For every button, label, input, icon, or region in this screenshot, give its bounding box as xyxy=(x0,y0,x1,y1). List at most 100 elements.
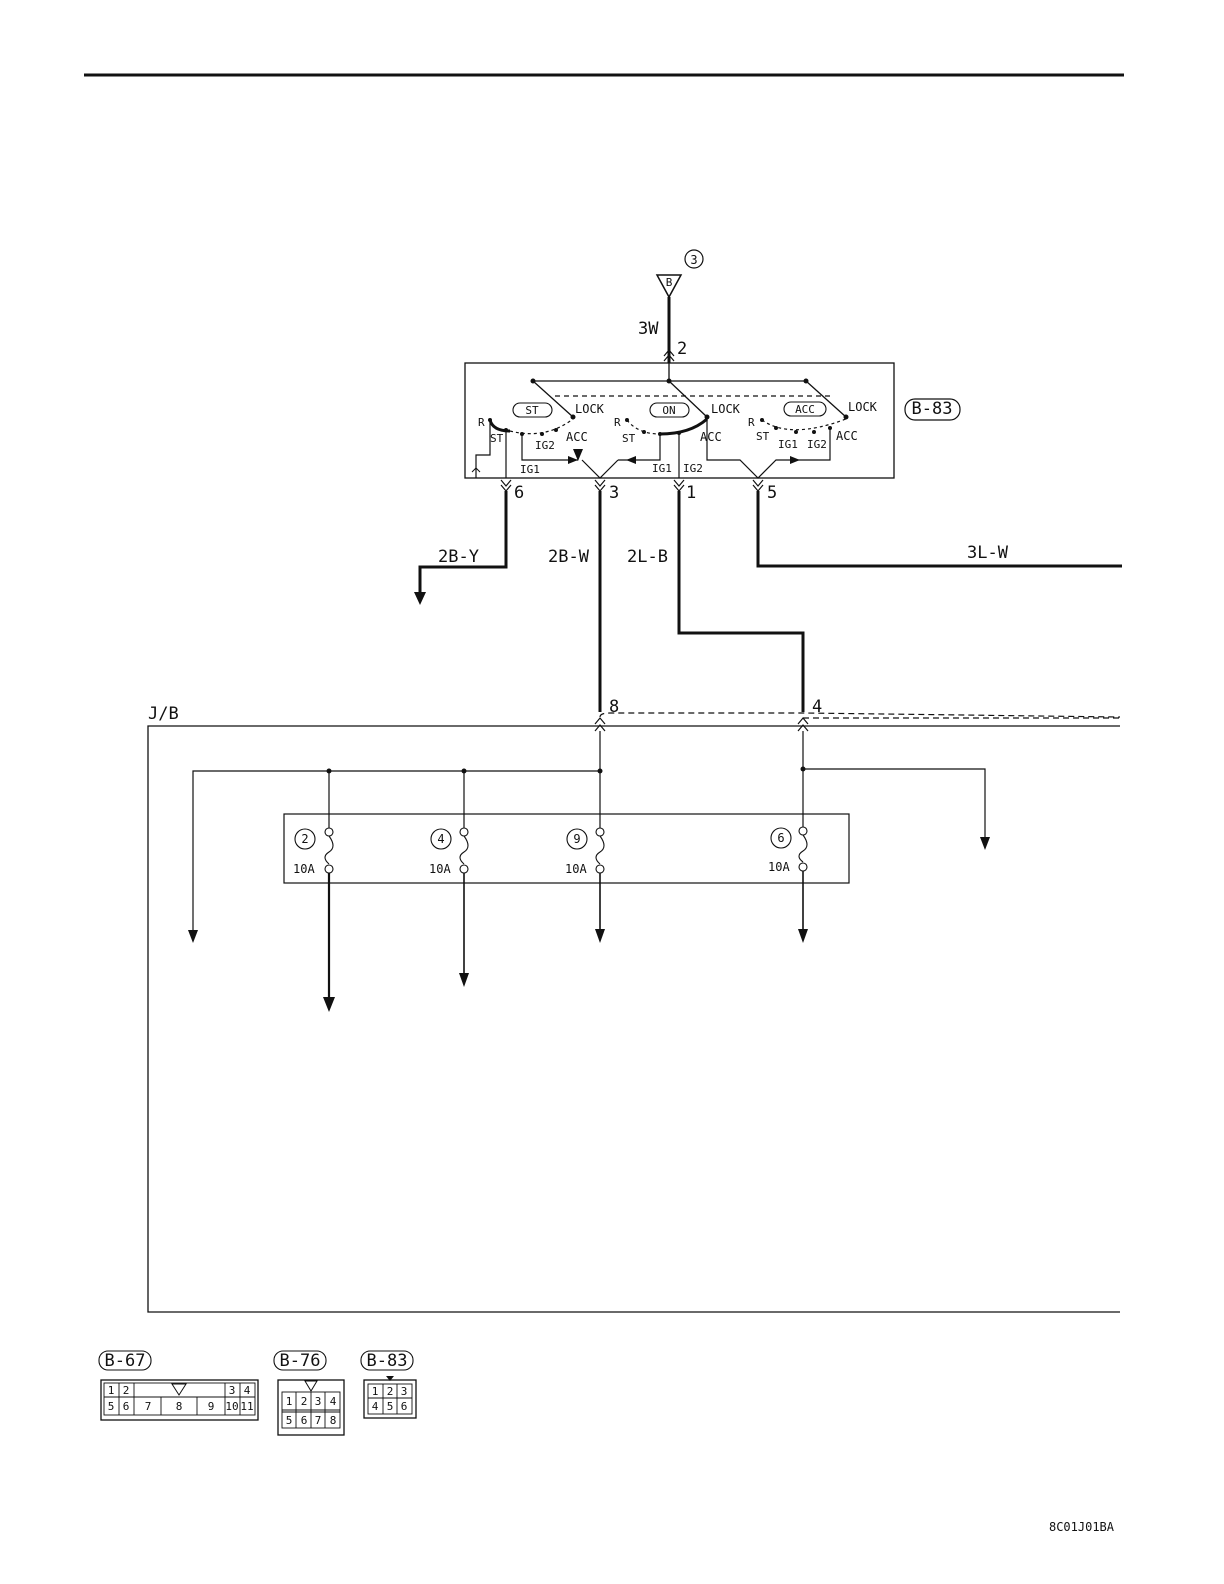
b67-pin: 11 xyxy=(240,1400,253,1413)
b76-pin: 6 xyxy=(301,1414,308,1427)
fuse-terminal xyxy=(460,828,468,836)
fuse-element xyxy=(460,836,468,864)
node xyxy=(598,769,603,774)
fuse-element xyxy=(799,835,807,862)
b67-pin: 2 xyxy=(123,1384,130,1397)
fuse-2-number: 2 xyxy=(301,832,308,846)
fuse-terminal xyxy=(799,827,807,835)
pin-5-label: 5 xyxy=(767,483,777,503)
figure-code: 8C01J01BA xyxy=(1049,1520,1115,1534)
b76-pin: 2 xyxy=(301,1395,308,1408)
node xyxy=(554,428,558,432)
pin-8-arrow xyxy=(595,718,605,731)
ground-symbol: B 3 xyxy=(657,250,703,297)
sec2-acc: ACC xyxy=(700,430,722,444)
node xyxy=(812,430,816,434)
fuse-element xyxy=(325,836,333,864)
ignition-switch-connector-id: B-83 xyxy=(912,399,953,419)
connector-b83: B-83 1 2 3 4 5 6 xyxy=(361,1351,416,1418)
b83-pin: 1 xyxy=(372,1385,379,1398)
connector-b67: B-67 1 2 3 4 5 6 7 8 9 10 11 xyxy=(99,1351,258,1420)
b76-pin: 5 xyxy=(286,1414,293,1427)
jb-bus-right-arrow xyxy=(980,837,990,850)
sec2-st: ST xyxy=(622,432,636,445)
internal-arrow-on xyxy=(626,456,636,464)
fuse-9-number: 9 xyxy=(573,832,580,846)
node xyxy=(801,767,806,772)
wire-3w-label: 3W xyxy=(638,319,659,339)
switch-pins: 6 3 1 5 xyxy=(501,480,777,503)
junction-block: J/B 8 4 2 10A xyxy=(148,697,1120,1312)
sec2-ig2: IG2 xyxy=(683,462,703,475)
connector-b67-key xyxy=(172,1384,186,1395)
pin-8-label: 8 xyxy=(609,697,619,717)
wire-2b-y-label: 2B-Y xyxy=(438,547,479,567)
junction-block-label: J/B xyxy=(148,704,179,724)
wire-2l-b-label: 2L-B xyxy=(627,547,668,567)
sec3-ig1: IG1 xyxy=(778,438,798,451)
fuse-4-number: 4 xyxy=(437,832,444,846)
sec3-lock: LOCK xyxy=(848,400,878,414)
node xyxy=(540,432,544,436)
connector-b76-id: B-76 xyxy=(280,1351,321,1371)
jb-bus-right xyxy=(803,769,985,842)
sec3-acc: ACC xyxy=(836,429,858,443)
sec1-lock: LOCK xyxy=(575,402,605,416)
wire-3l-w xyxy=(758,491,1122,566)
b76-pin: 1 xyxy=(286,1395,293,1408)
arm-st xyxy=(533,381,573,417)
sec3-ig2: IG2 xyxy=(807,438,827,451)
fuse-terminal xyxy=(596,865,604,873)
sec2-r: R xyxy=(614,416,621,429)
b67-pin: 10 xyxy=(225,1400,238,1413)
sec1-arc-dash xyxy=(510,419,573,434)
b67-pin: 3 xyxy=(229,1384,236,1397)
ignition-switch: B-83 ST LOCK ACC IG2 IG1 R ST ON LOCK xyxy=(465,363,960,478)
b67-pin: 4 xyxy=(244,1384,251,1397)
connector-b67-id: B-67 xyxy=(105,1351,146,1371)
pin-1-arrow xyxy=(674,480,684,491)
wire-3l-w-label: 3L-W xyxy=(967,543,1009,563)
pin-1-label: 1 xyxy=(686,483,696,503)
pin-3-label: 3 xyxy=(609,483,619,503)
fuse-2-out-arrow xyxy=(323,997,335,1012)
b83-pin: 4 xyxy=(372,1400,379,1413)
fuse-terminal xyxy=(325,828,333,836)
b83-pin: 3 xyxy=(401,1385,408,1398)
pin-5-arrow xyxy=(753,480,763,491)
internal-v-left-3 xyxy=(582,460,618,478)
b67-pin: 9 xyxy=(208,1400,215,1413)
badge-acc: ACC xyxy=(795,403,815,416)
b67-pin: 8 xyxy=(176,1400,183,1413)
fuse-terminal xyxy=(460,865,468,873)
fuse-terminal xyxy=(799,863,807,871)
fuse-4-rating: 10A xyxy=(429,862,451,876)
wire-2l-b xyxy=(679,491,803,712)
sec1-acc: ACC xyxy=(566,430,588,444)
fuse-4: 4 10A xyxy=(429,828,469,987)
fuse-terminal xyxy=(596,828,604,836)
sec1-st: ST xyxy=(490,432,504,445)
b67-pin: 6 xyxy=(123,1400,130,1413)
badge-on: ON xyxy=(662,404,675,417)
pin-2-label: 2 xyxy=(677,339,687,359)
fuse-2-rating: 10A xyxy=(293,862,315,876)
jb-bus-left xyxy=(193,771,600,935)
sec2-ig1: IG1 xyxy=(652,462,672,475)
b67-pin: 1 xyxy=(108,1384,115,1397)
wire-2b-w-label: 2B-W xyxy=(548,547,590,567)
node xyxy=(625,418,629,422)
b76-pin: 3 xyxy=(315,1395,322,1408)
internal-arrow-st xyxy=(568,456,578,464)
sec3-st: ST xyxy=(756,430,770,443)
pin-3-arrow xyxy=(595,480,605,491)
b83-pin: 2 xyxy=(387,1385,394,1398)
pin-6-arrow xyxy=(501,480,511,491)
fuse-terminal xyxy=(325,865,333,873)
node xyxy=(571,415,576,420)
connector-b83-id: B-83 xyxy=(367,1351,408,1371)
fuse-9: 9 10A xyxy=(565,828,605,943)
node xyxy=(642,430,646,434)
ground-letter: B xyxy=(666,276,673,289)
